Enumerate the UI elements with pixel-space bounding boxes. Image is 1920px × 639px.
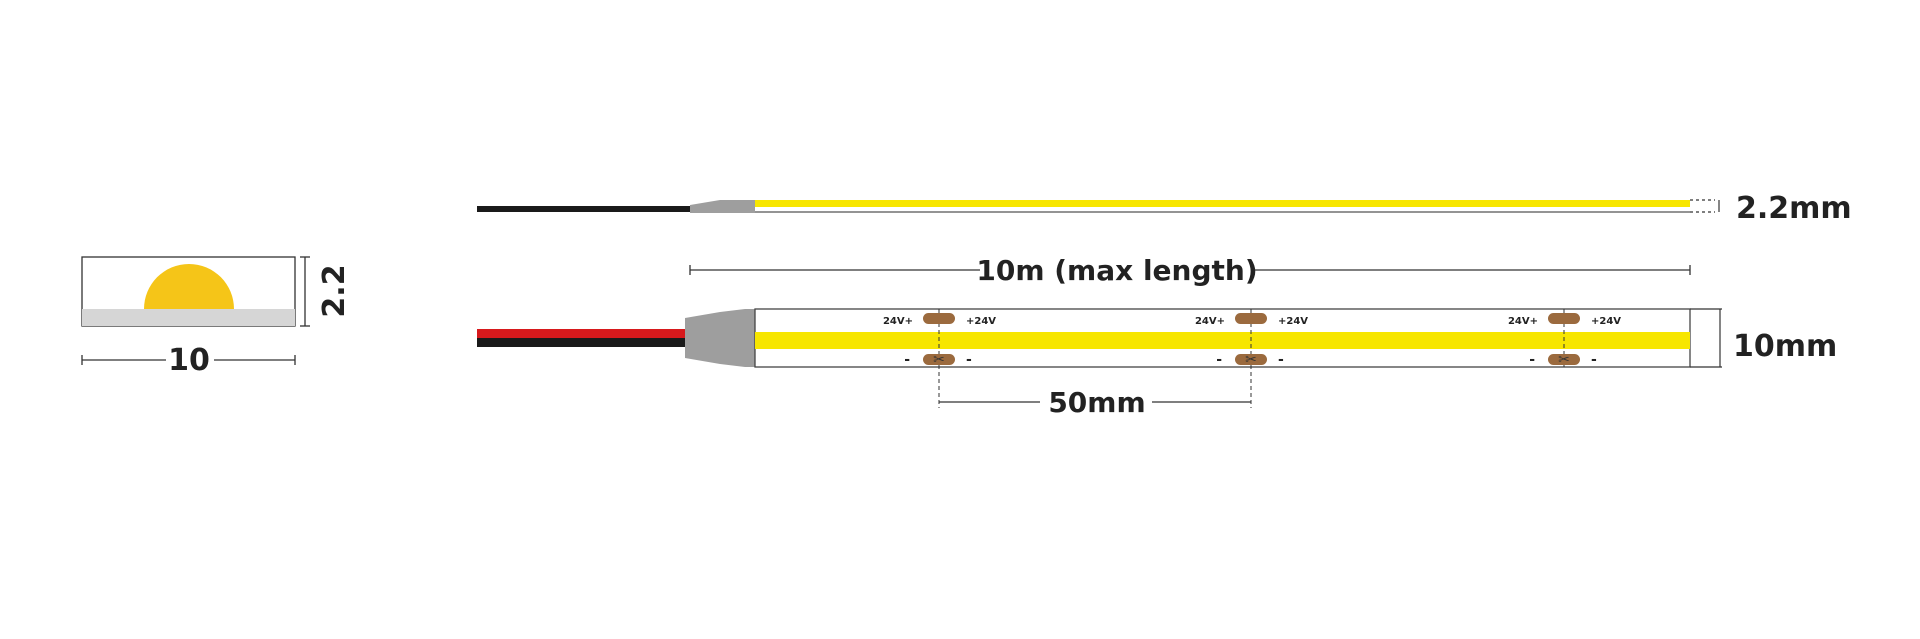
copper-pad-negative — [1548, 354, 1580, 365]
top-view-led-line — [755, 332, 1690, 349]
top-view-connector — [685, 309, 755, 367]
side-view-thickness-label: 2.2mm — [1736, 191, 1852, 226]
scissors-icon: ✂ — [1558, 352, 1570, 368]
pad-label-negative-left: - — [1216, 352, 1222, 368]
pad-label-positive-right: +24V — [1278, 316, 1308, 327]
pad-label-negative-right: - — [1278, 352, 1284, 368]
pad-label-negative-left: - — [904, 352, 910, 368]
cross-section-base — [82, 309, 295, 326]
top-view-wire-red — [477, 329, 690, 338]
pad-label-positive-left: 24V+ — [883, 316, 913, 327]
pad-label-positive-right: +24V — [966, 316, 996, 327]
copper-pad-negative — [1235, 354, 1267, 365]
length-dimension: 10m (max length) — [689, 254, 1691, 287]
copper-pad-negative — [923, 354, 955, 365]
side-view: 2.2mm — [477, 191, 1852, 226]
pad-label-positive-left: 24V+ — [1508, 316, 1538, 327]
pad-label-positive-right: +24V — [1591, 316, 1621, 327]
copper-pad-positive — [923, 313, 955, 324]
cut-point: ✂ 24V+ +24V - - — [883, 309, 996, 408]
side-view-wire — [477, 206, 690, 212]
top-view-width-label: 10mm — [1733, 329, 1837, 364]
top-view-wire-black — [477, 338, 690, 347]
cross-section: 2.2 10 — [81, 256, 352, 378]
pad-label-negative-left: - — [1529, 352, 1535, 368]
cut-point: ✂ 24V+ +24V - - — [1195, 309, 1308, 408]
copper-pad-positive — [1235, 313, 1267, 324]
cut-point: ✂ 24V+ +24V - - — [1508, 309, 1621, 368]
cross-section-height-label: 2.2 — [317, 264, 352, 317]
top-view: 10mm ✂ 24V+ +24V - - ✂ 24V+ +24V - - — [477, 308, 1837, 408]
pad-label-negative-right: - — [1591, 352, 1597, 368]
scissors-icon: ✂ — [1245, 352, 1257, 368]
side-view-strip — [755, 200, 1690, 207]
pad-label-negative-right: - — [966, 352, 972, 368]
cross-section-led-dome — [144, 264, 234, 309]
copper-pad-positive — [1548, 313, 1580, 324]
cut-spacing-dimension: 50mm — [939, 386, 1251, 419]
cross-section-width-label: 10 — [168, 343, 210, 378]
pad-label-positive-left: 24V+ — [1195, 316, 1225, 327]
cut-spacing-label: 50mm — [1048, 386, 1145, 419]
side-view-connector — [690, 200, 755, 213]
scissors-icon: ✂ — [933, 352, 945, 368]
length-label: 10m (max length) — [976, 254, 1257, 287]
